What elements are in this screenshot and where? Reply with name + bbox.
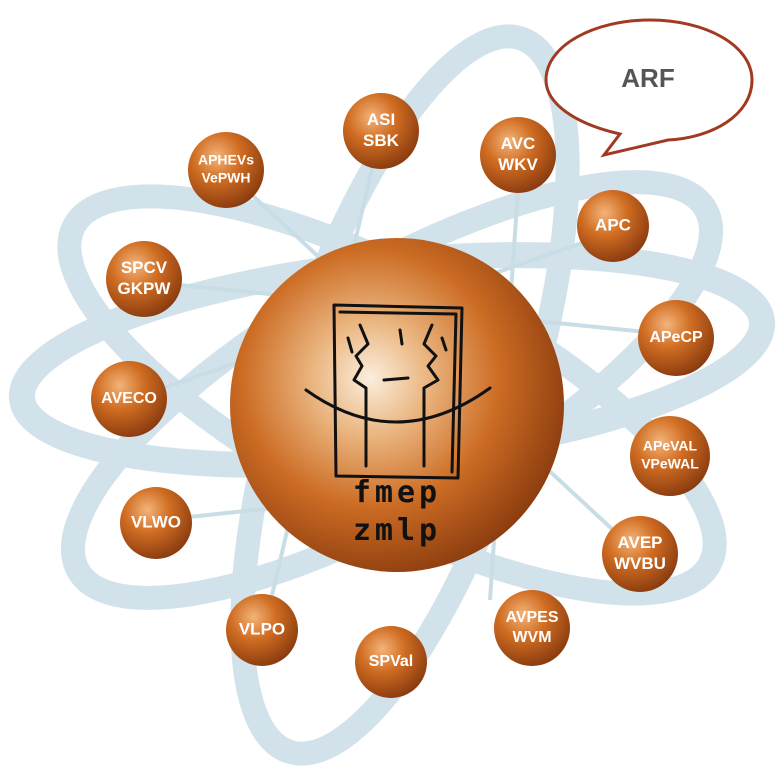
satellite-node-spval: SPVal: [355, 626, 427, 698]
speech-bubble-label: ARF: [621, 63, 674, 93]
satellite-node-label: SPVal: [369, 653, 413, 670]
satellite-node-circle: [602, 516, 678, 592]
satellite-node-circle: [120, 487, 192, 559]
satellite-node-label: GKPW: [118, 279, 172, 298]
satellite-node-circle: [638, 300, 714, 376]
satellite-node-circle: [226, 594, 298, 666]
speech-bubble-shape: [544, 18, 754, 158]
central-sphere: fmep zmlp: [230, 238, 564, 572]
satellite-node-avep: AVEP WVBU: [602, 516, 678, 592]
satellite-node-circle: [91, 361, 167, 437]
satellite-node-label: VLPO: [239, 619, 285, 638]
satellite-node-circle: [577, 190, 649, 262]
satellite-node-vlpo: VLPO: [226, 594, 298, 666]
satellite-node-label: VLWO: [131, 512, 181, 531]
satellite-node-label: SPCV: [121, 258, 168, 277]
satellite-node-label: VPeWAL: [641, 456, 699, 472]
satellite-node-label: SBK: [363, 131, 400, 150]
satellite-node-label: WVM: [512, 629, 551, 646]
speech-bubble: ARF: [544, 18, 754, 158]
satellite-node-circle: [355, 626, 427, 698]
satellite-node-circle: [480, 117, 556, 193]
satellite-node-circle: [494, 590, 570, 666]
satellite-node-label: AVECO: [101, 390, 157, 407]
satellite-node-label: AVPES: [505, 609, 558, 626]
center-title-line-1: fmep: [353, 475, 441, 510]
satellite-node-vlwo: VLWO: [120, 487, 192, 559]
satellite-node-circle: [630, 416, 710, 496]
satellite-node-apecp: APeCP: [638, 300, 714, 376]
satellite-node-label: APHEVs: [198, 152, 254, 168]
satellite-node-label: WVBU: [614, 554, 666, 573]
smiling-face-doodle-icon: [304, 303, 492, 480]
satellite-node-label: APeVAL: [643, 438, 698, 454]
satellite-node-avpes: AVPES WVM: [494, 590, 570, 666]
satellite-node-circle: [343, 93, 419, 169]
satellite-node-avc: AVC WKV: [480, 117, 556, 193]
satellite-node-label: AVEP: [617, 533, 662, 552]
satellite-node-circle: [106, 241, 182, 317]
satellite-node-label: VePWH: [201, 170, 250, 186]
satellite-node-label: APeCP: [649, 329, 703, 346]
center-title-line-2: zmlp: [353, 513, 441, 548]
satellite-node-label: ASI: [367, 110, 395, 129]
satellite-node-aveco: AVECO: [91, 361, 167, 437]
satellite-node-apeval: APeVAL VPeWAL: [630, 416, 710, 496]
satellite-node-spcv: SPCV GKPW: [106, 241, 182, 317]
satellite-node-label: APC: [595, 215, 631, 234]
satellite-node-circle: [188, 132, 264, 208]
satellite-node-label: AVC: [501, 134, 536, 153]
central-sphere-body: [230, 238, 564, 572]
satellite-node-apc: APC: [577, 190, 649, 262]
satellite-node-label: WKV: [498, 155, 538, 174]
satellite-node-asi: ASI SBK: [343, 93, 419, 169]
